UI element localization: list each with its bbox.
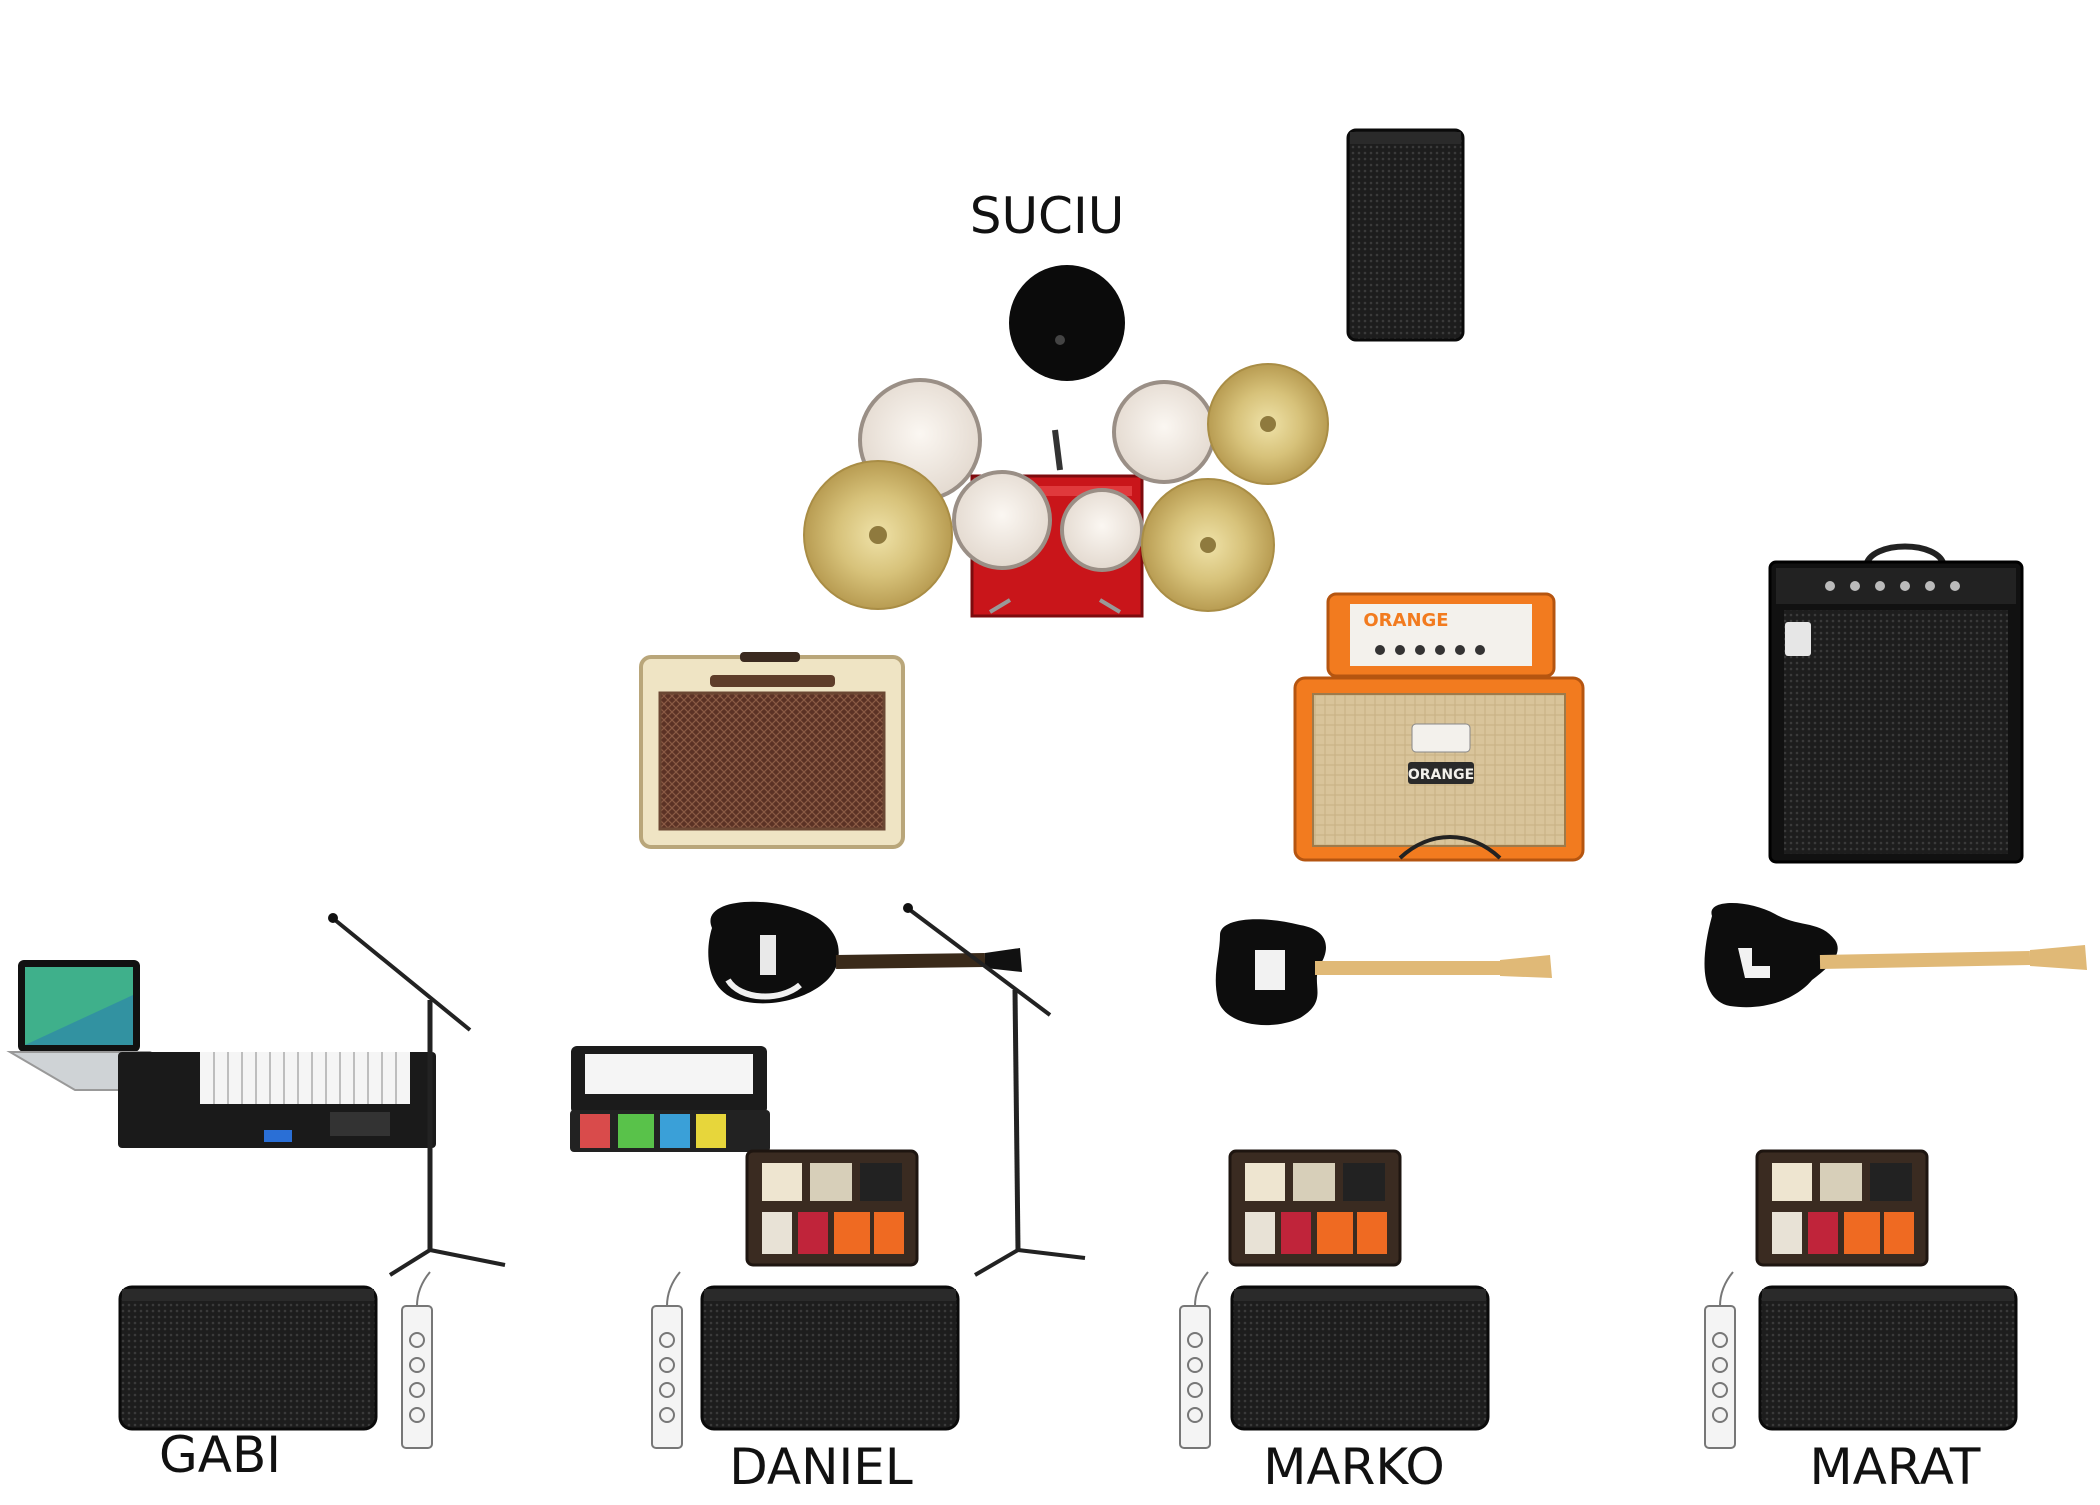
- keys-player-name: GABI: [159, 1426, 281, 1484]
- mic-stand-daniel: [903, 903, 1086, 1277]
- drum-monitor-speaker: [1346, 128, 1465, 342]
- pedalboard-marat: [1755, 1149, 1929, 1267]
- orange-amp-stack: ORANGE ORANGE: [1293, 592, 1585, 862]
- bass-combo-amp: [1768, 543, 2024, 864]
- pedalboard-daniel: [745, 1149, 919, 1267]
- power-strip-marko: [1179, 1271, 1211, 1449]
- monitor-wedge-marko: [1230, 1285, 1490, 1431]
- guitar-marko: [1215, 919, 1552, 1026]
- mic-stand-gabi: [328, 913, 506, 1277]
- guitar2-player-name: MARKO: [1263, 1438, 1445, 1496]
- monitor-wedge-gabi: [118, 1285, 378, 1431]
- power-strip-daniel: [651, 1271, 683, 1449]
- monitor-wedge-daniel: [700, 1285, 960, 1431]
- pedalboard-marko: [1228, 1149, 1402, 1267]
- tweed-combo-amp: [639, 652, 905, 849]
- guitar1-player-name: DANIEL: [729, 1438, 913, 1496]
- guitar-daniel: [708, 901, 1022, 1004]
- bass-player-name: MARAT: [1810, 1438, 1981, 1496]
- power-strip-gabi: [401, 1271, 433, 1449]
- power-strip-marat: [1704, 1271, 1736, 1449]
- midi-keyboard: [118, 1052, 436, 1148]
- synth-module: [570, 1046, 770, 1152]
- orange-head-logo: ORANGE: [1363, 610, 1448, 631]
- drummer-name: SUCIU: [970, 187, 1125, 245]
- bass-guitar-marat: [1704, 903, 2087, 1008]
- orange-cab-logo: ORANGE: [1408, 767, 1474, 783]
- drum-kit: [803, 265, 1329, 618]
- monitor-wedge-marat: [1758, 1285, 2018, 1431]
